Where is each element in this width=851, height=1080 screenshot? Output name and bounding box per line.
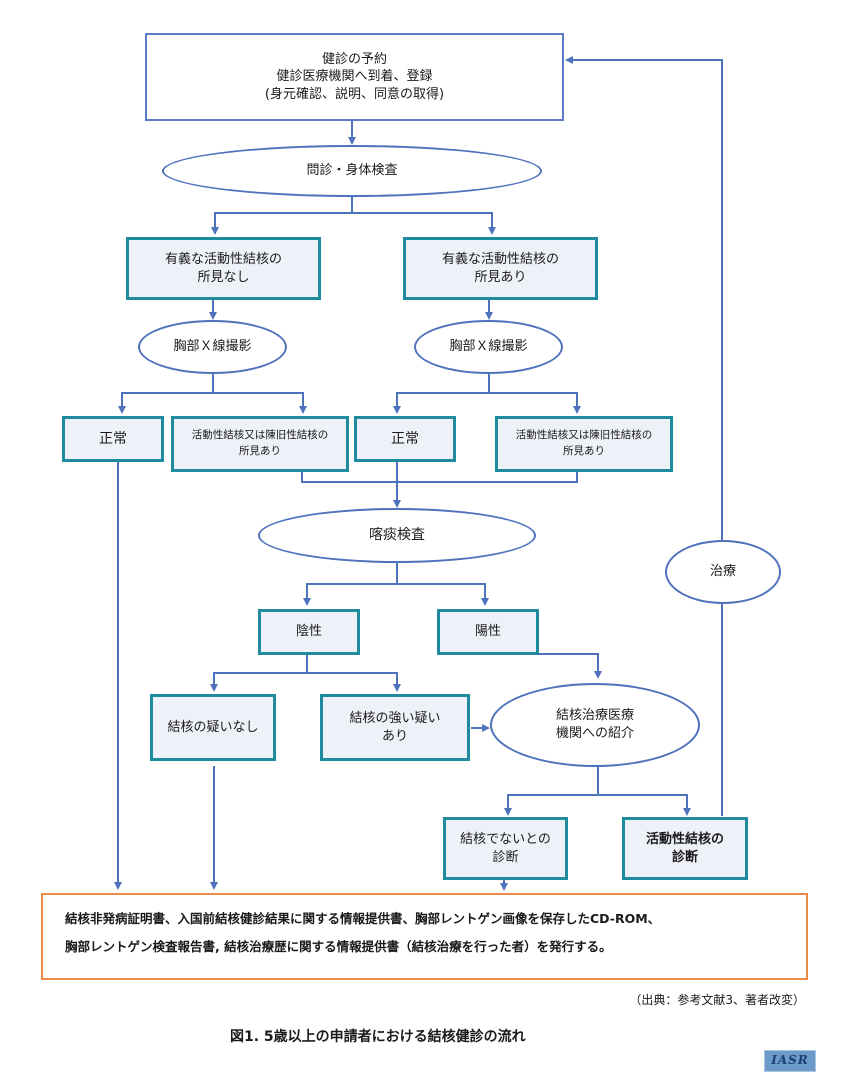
treatment-label: 治療 (709, 564, 736, 580)
no-active-tb-line-1: 有義な活動性結核の (164, 251, 282, 267)
strong-suspicion-line-1: 結核の強い疑い (349, 710, 441, 726)
strong-suspicion-box: 結核の強い疑い あり (320, 694, 470, 761)
xray-right-label: 胸部Ｘ線撮影 (449, 339, 528, 355)
xray-right-ellipse: 胸部Ｘ線撮影 (414, 320, 563, 374)
negative-label: 陰性 (295, 624, 322, 640)
arrow-referral-split (504, 766, 599, 816)
arrow-xray-right-split-b (489, 392, 581, 414)
not-tb-line-1: 結核でないとの (460, 831, 551, 847)
strong-suspicion-line-2: あり (381, 728, 408, 744)
normal-left-label: 正常 (99, 430, 127, 447)
source-note: （出典：参考文献3、著者改変） (629, 993, 805, 1007)
positive-box: 陽性 (437, 609, 539, 655)
reservation-line-1: 健診の予約 (321, 51, 387, 67)
interview-ellipse: 問診・身体検査 (162, 145, 542, 197)
active-tb-diagnosis-line-2: 診断 (671, 849, 698, 865)
finding-left-box: 活動性結核又は陳旧性結核の 所見あり (171, 416, 349, 472)
not-tb-line-2: 診断 (492, 849, 519, 865)
arrow-referral-split-b (598, 794, 691, 816)
finding-left-line-2: 所見あり (239, 445, 281, 457)
xray-left-label: 胸部Ｘ線撮影 (173, 339, 252, 355)
figure-caption: 図1. 5歳以上の申請者における結核健診の流れ (230, 1029, 526, 1045)
line-findings-to-sputum (301, 471, 578, 483)
finding-right-line-1: 活動性結核又は陳旧性結核の (515, 429, 653, 442)
arrow-interview-split (214, 197, 492, 233)
reservation-box: 健診の予約 健診医療機関へ到着、登録 (身元確認、説明、同意の取得) (145, 33, 564, 121)
positive-label: 陽性 (474, 624, 501, 640)
arrow-xray-right-split (393, 373, 490, 414)
no-suspicion-label: 結核の疑いなし (167, 719, 259, 735)
active-tb-box: 有義な活動性結核の 所見あり (403, 237, 598, 300)
referral-line-2: 機関への紹介 (555, 726, 634, 741)
active-tb-line-2: 所見あり (474, 269, 527, 285)
sputum-ellipse: 喀痰検査 (258, 508, 536, 563)
interview-label: 問診・身体検査 (306, 163, 398, 179)
no-suspicion-box: 結核の疑いなし (150, 694, 276, 761)
reservation-line-2: 健診医療機関へ到着、登録 (276, 69, 433, 85)
arrow-positive-to-referral (472, 653, 602, 679)
arrow-sputum-split-b (397, 583, 489, 606)
arrow-xray-left-split (118, 373, 214, 414)
arrow-xray-left-split-b (213, 392, 307, 414)
final-line-2: 胸部レントゲン検査報告書, 結核治療歴に関する情報提供書（結核治療を行った者）を… (65, 938, 612, 954)
treatment-ellipse: 治療 (665, 540, 781, 604)
final-line-1: 結核非発病証明書、入国前結核健診結果に関する情報提供書、胸部レントゲン画像を保存… (65, 911, 661, 926)
reservation-line-3: (身元確認、説明、同意の取得) (264, 86, 445, 102)
arrow-sputum-split (303, 562, 398, 606)
referral-ellipse: 結核治療医療 機関への紹介 (490, 683, 700, 767)
finding-right-line-2: 所見あり (563, 445, 605, 457)
active-tb-diagnosis-line-1: 活動性結核の (645, 831, 724, 847)
arrow-treatment-to-reservation (565, 56, 723, 552)
normal-left-box: 正常 (62, 416, 164, 462)
finding-right-box: 活動性結核又は陳旧性結核の 所見あり (495, 416, 673, 472)
not-tb-box: 結核でないとの 診断 (443, 817, 568, 880)
arrow-negative-split-b (307, 672, 401, 692)
arrow-negative-split (210, 654, 308, 692)
no-active-tb-line-2: 所見なし (197, 269, 250, 285)
final-documents-box: 結核非発病証明書、入国前結核健診結果に関する情報提供書、胸部レントゲン画像を保存… (41, 893, 808, 980)
negative-box: 陰性 (258, 609, 360, 655)
sputum-label: 喀痰検査 (369, 527, 425, 544)
referral-line-1: 結核治療医療 (555, 708, 634, 724)
arrow-left-split-start (211, 212, 352, 235)
xray-left-ellipse: 胸部Ｘ線撮影 (138, 320, 287, 374)
normal-right-label: 正常 (391, 430, 419, 447)
normal-right-box: 正常 (354, 416, 456, 462)
no-active-tb-box: 有義な活動性結核の 所見なし (126, 237, 321, 300)
iasr-logo: IASR (764, 1050, 816, 1072)
active-tb-line-1: 有義な活動性結核の (441, 251, 559, 267)
finding-left-line-1: 活動性結核又は陳旧性結核の (191, 429, 329, 442)
active-tb-diagnosis-box: 活動性結核の 診断 (622, 817, 748, 880)
